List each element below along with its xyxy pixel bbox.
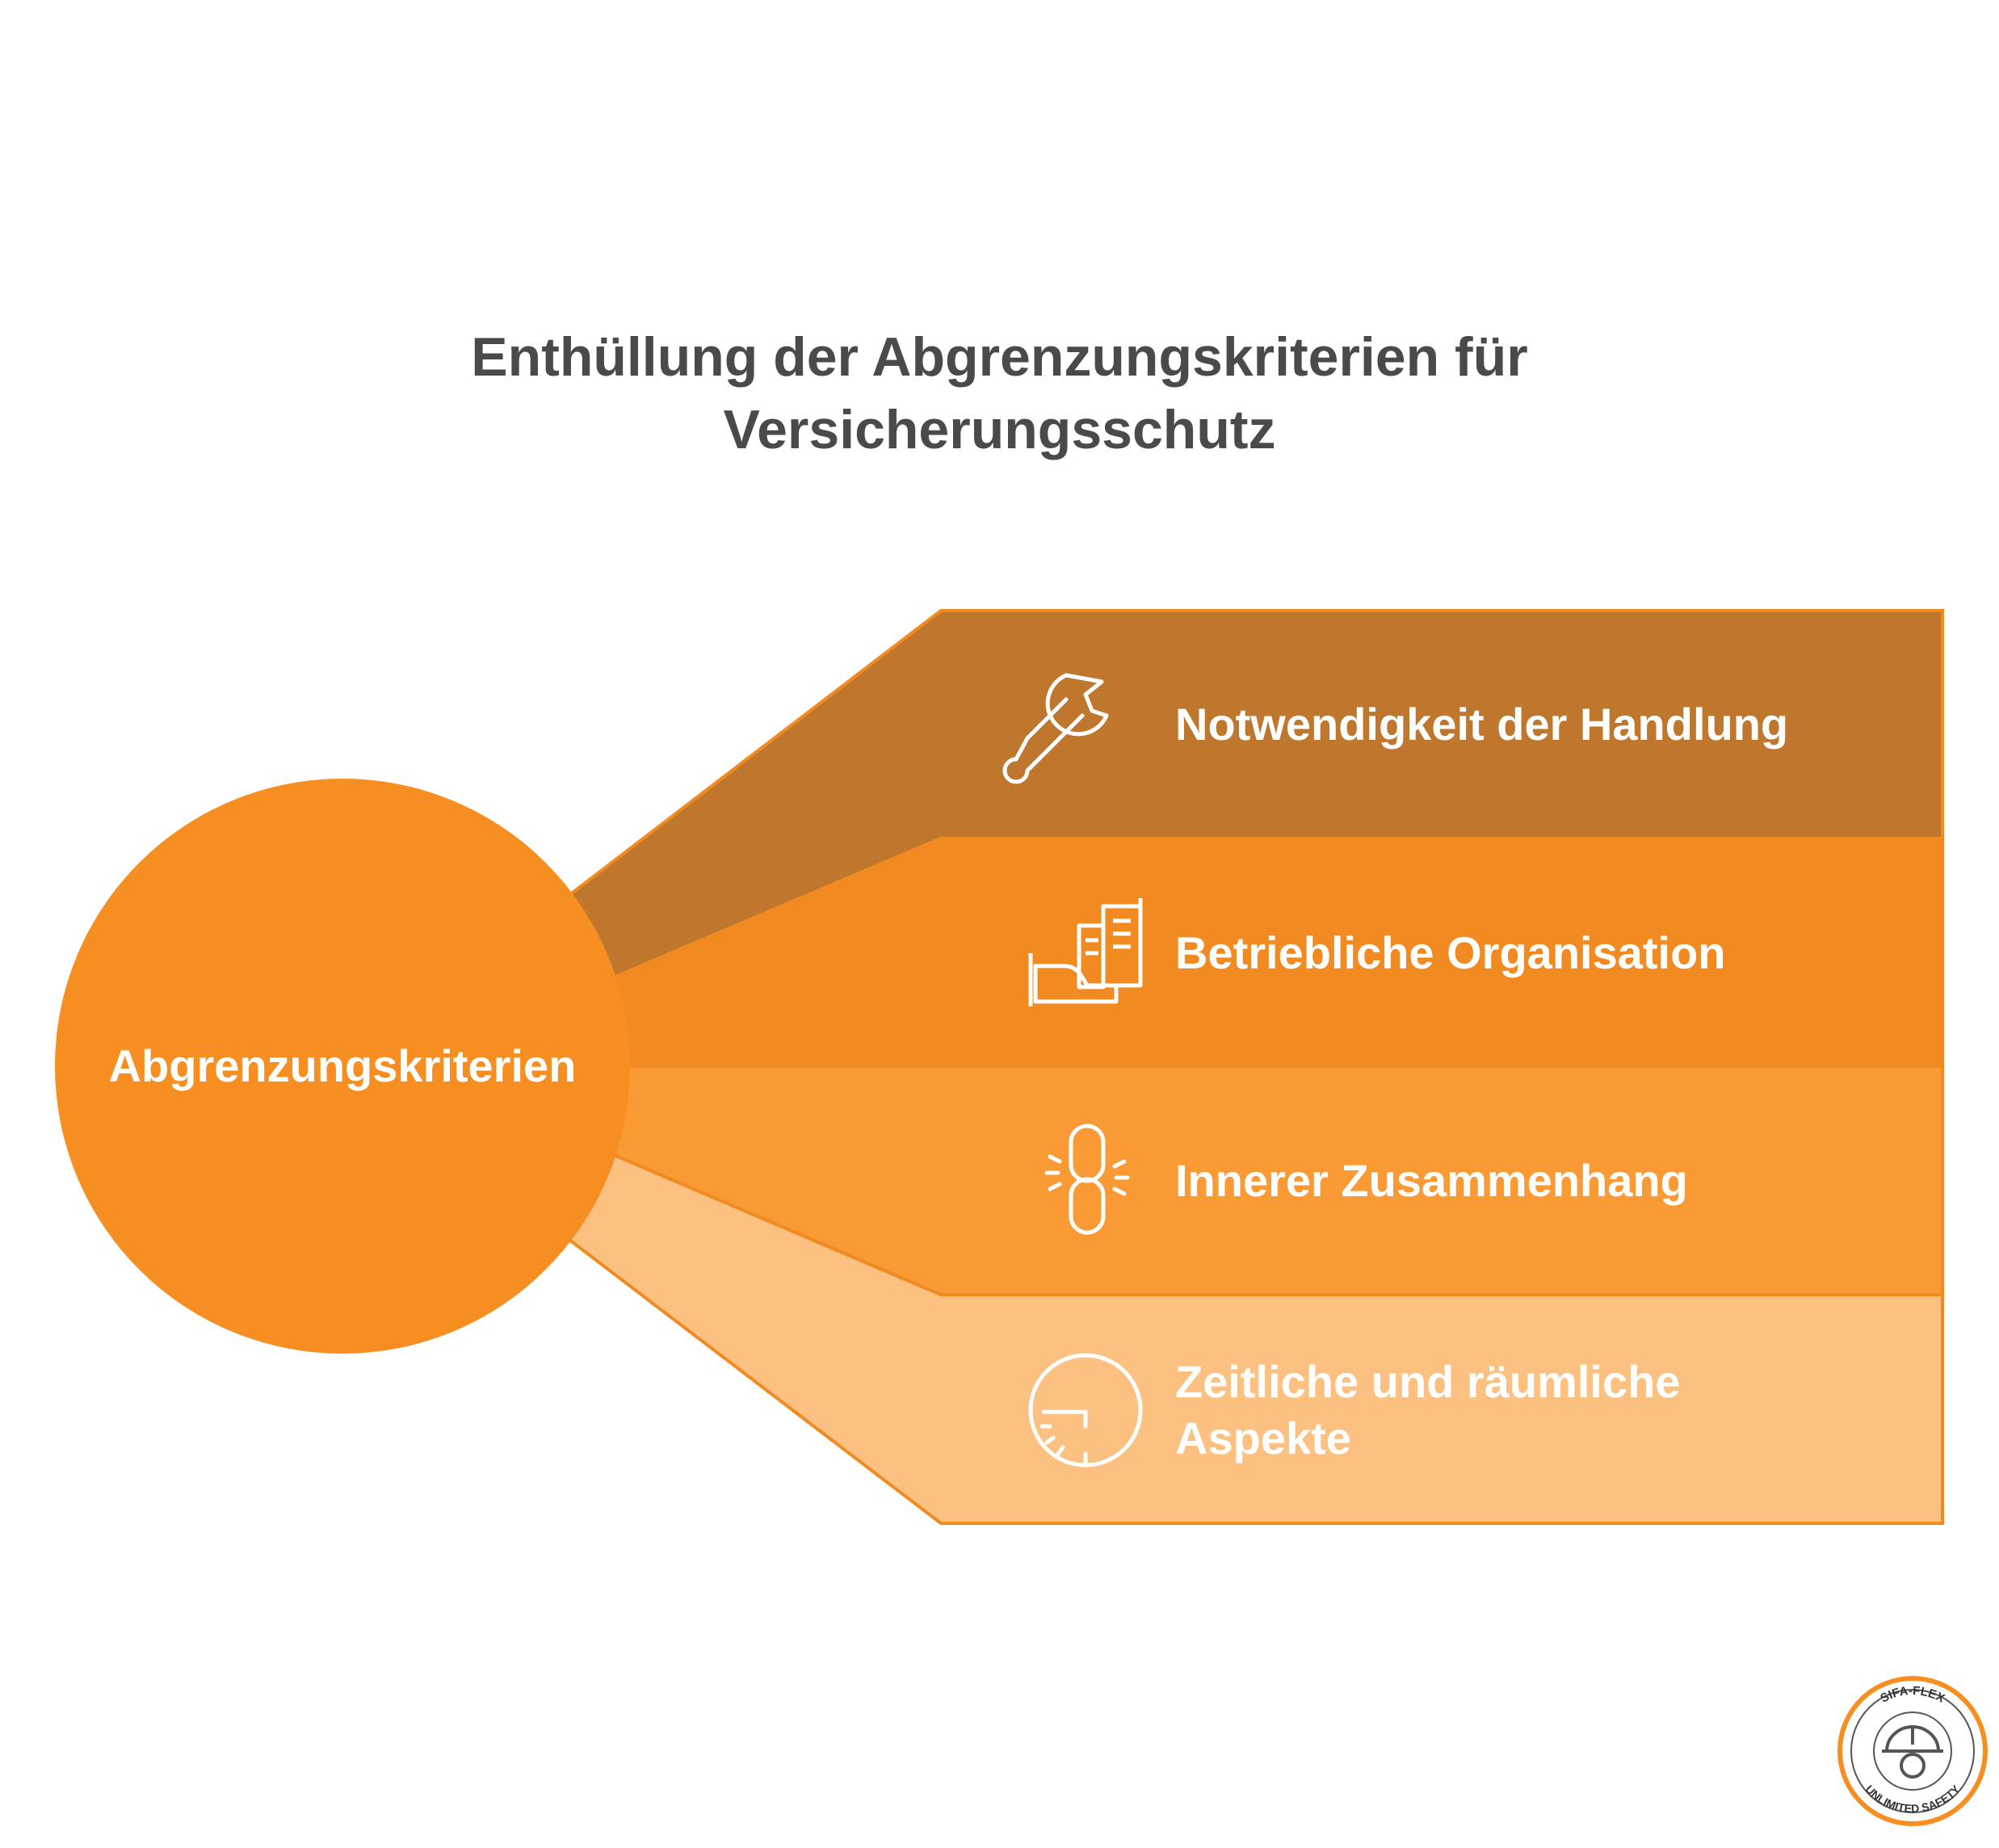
clock-icon: [1028, 1353, 1143, 1468]
buildings-icon: [1028, 898, 1143, 1006]
branch-label-2: Betriebliche Organisation: [1175, 927, 1726, 978]
center-label: Abgrenzungskriterien: [108, 1040, 577, 1091]
center-circle: [55, 779, 630, 1354]
logo-bottom-text: UNLIMITED SAFETY: [1863, 1783, 1962, 1816]
broken-link-icon: [1044, 1124, 1130, 1235]
diagram-title-line-1: Enthüllung der Abgrenzungskriterien für: [471, 326, 1528, 388]
hardhat-gear-icon: [1882, 1725, 1943, 1779]
logo-top-text: SIFA-FLEX: [1878, 1684, 1947, 1706]
svg-text:SIFA-FLEX: SIFA-FLEX: [1878, 1684, 1947, 1706]
logo-text: SIFA-FLEX UNLIMITED SAFETY: [1863, 1684, 1962, 1816]
branch-label-3: Innerer Zusammenhang: [1175, 1155, 1688, 1206]
wrench-icon: [1002, 673, 1109, 784]
branch-label-4-line-1: Zeitliche und räumliche: [1175, 1356, 1681, 1407]
branch-label-1: Notwendigkeit der Handlung: [1175, 699, 1789, 750]
svg-text:UNLIMITED SAFETY: UNLIMITED SAFETY: [1863, 1783, 1962, 1816]
sifa-flex-logo: [1837, 1676, 1988, 1826]
branch-label-4-line-2: Aspekte: [1175, 1413, 1351, 1464]
diagram-title-line-2: Versicherungsschutz: [723, 399, 1276, 460]
